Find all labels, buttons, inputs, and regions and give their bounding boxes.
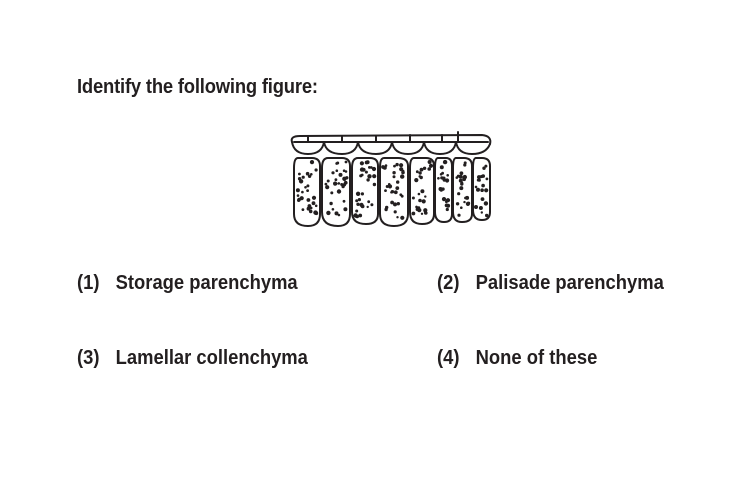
option-4[interactable]: (4) None of these: [437, 347, 597, 370]
option-3-number: (3): [77, 347, 100, 369]
option-4-number: (4): [437, 347, 460, 369]
option-3[interactable]: (3) Lamellar collenchyma: [77, 347, 308, 370]
option-3-label: Lamellar collenchyma: [115, 347, 308, 369]
option-2-label: Palisade parenchyma: [475, 272, 664, 294]
option-4-label: None of these: [475, 347, 598, 369]
option-1-number: (1): [77, 272, 100, 294]
option-1-label: Storage parenchyma: [115, 272, 298, 294]
palisade-tissue-illustration-icon: [290, 131, 492, 227]
option-1[interactable]: (1) Storage parenchyma: [77, 272, 298, 295]
option-2-number: (2): [437, 272, 460, 294]
question-text: Identify the following figure:: [77, 76, 318, 98]
option-2[interactable]: (2) Palisade parenchyma: [437, 272, 664, 295]
